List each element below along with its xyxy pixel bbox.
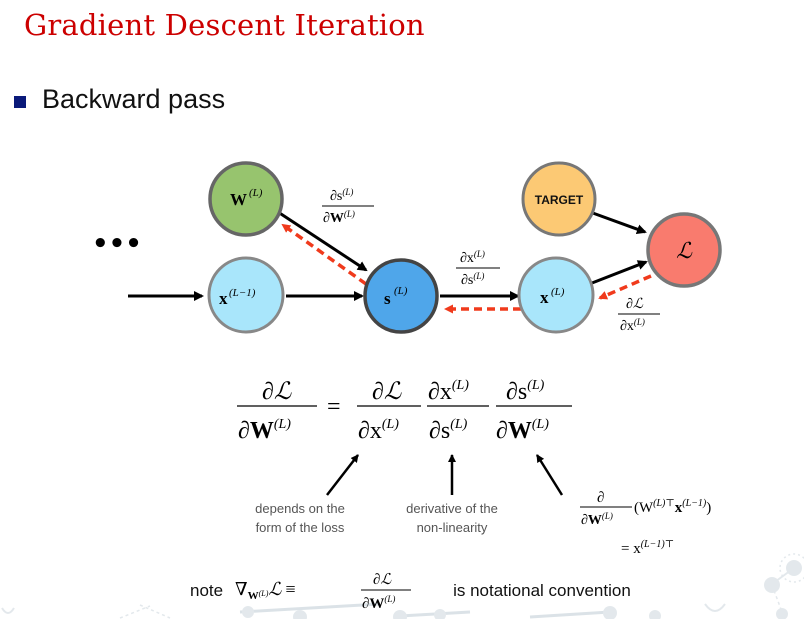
annotation-arrow-loss [326,454,359,496]
edge-target-to-loss [589,210,647,234]
node-x-prev: x (L−1) [207,256,285,334]
annotation-nonlinearity: derivative of the non-linearity [390,499,514,537]
node-W-sup: (L) [249,187,263,199]
square-bullet-icon [14,95,26,108]
annotation-nonlinearity-line-1: derivative of the [406,501,498,516]
node-x: x (L) [517,256,595,334]
node-target: TARGET [521,161,597,237]
equation-term-ds-dW: ∂s(L) ∂W(L) [496,378,572,444]
svg-text:∂ℒ: ∂ℒ [372,379,402,405]
annotation-loss-line-2: form of the loss [255,520,345,535]
edge-x-to-loss [591,260,648,285]
slide-title: Gradient Descent Iteration [24,8,425,42]
backward-edges [281,223,652,314]
annotation-arrow-weights [535,454,564,496]
equation-term-dL-dx: ∂ℒ ∂x(L) [357,379,421,444]
forward-edges [128,210,648,301]
bullet-item: Backward pass [14,84,225,115]
grad-edge-loss-to-x [598,274,652,300]
node-loss: ℒ [646,212,722,288]
svg-text:∂W(L): ∂W(L) [496,417,549,444]
svg-text:∂ℒ: ∂ℒ [626,297,644,312]
bullet-text: Backward pass [42,84,226,114]
note-suffix: is notational convention [453,581,631,600]
svg-text:∂s(L): ∂s(L) [429,417,468,444]
edge-W-to-s [277,210,368,272]
svg-text:∂W(L): ∂W(L) [238,417,291,444]
equals-sign: = [327,394,341,420]
svg-text:∂x(L): ∂x(L) [358,417,399,444]
chain-rule-equation: ∂ℒ ∂W(L) = ∂ℒ ∂x(L) ∂x(L) ∂s(L) ∂s(L) ∂W… [237,378,572,444]
node-x-sup: (L) [551,286,565,298]
equation-lhs: ∂ℒ ∂W(L) [237,379,317,444]
svg-text:∂x(L): ∂x(L) [428,378,469,405]
svg-text:∂x(L): ∂x(L) [460,249,485,266]
node-target-label: TARGET [535,193,584,207]
equation-term-dx-ds: ∂x(L) ∂s(L) [427,378,489,444]
annotation-loss-form: depends on the form of the loss [240,499,360,537]
ellipsis-continuation: ••• [92,229,142,259]
annotation-nonlinearity-line-2: non-linearity [416,520,488,535]
node-x-prev-sup: (L−1) [229,287,256,299]
svg-text:∂x(L): ∂x(L) [620,317,645,334]
svg-text:∂W(L): ∂W(L) [323,209,355,226]
node-s-label: s [384,289,391,308]
svg-text:∂ℒ: ∂ℒ [373,572,392,588]
svg-text:= x(L−1)⊤: = x(L−1)⊤ [621,539,674,557]
node-x-label: x [540,288,549,307]
node-x-prev-label: x [219,289,228,308]
node-loss-label: ℒ [676,238,693,263]
svg-text:∂W(L): ∂W(L) [581,511,613,528]
notation-note: note ∇W(L)ℒ≡ ∂ℒ ∂W(L) is notational conv… [190,568,631,614]
node-s: s (L) [363,258,439,334]
node-W-label: W [230,190,247,209]
edge-label-dx-ds: ∂x(L) ∂s(L) [456,249,500,288]
note-formula: ∇W(L)ℒ≡ ∂ℒ ∂W(L) [235,572,412,612]
background-network-decoration [1,553,804,619]
svg-text:∂ℒ: ∂ℒ [262,379,292,405]
edge-label-dL-dx: ∂ℒ ∂x(L) [618,297,660,334]
note-label: note [190,581,224,600]
svg-text:(W(L)⊤x(L−1)): (W(L)⊤x(L−1)) [634,498,711,516]
svg-text:∇W(L)ℒ≡: ∇W(L)ℒ≡ [235,579,295,602]
svg-text:∂W(L): ∂W(L) [362,594,395,612]
svg-text:∂s(L): ∂s(L) [461,271,484,288]
node-s-sup: (L) [394,285,408,297]
annotation-loss-line-1: depends on the [255,501,345,516]
svg-text:∂: ∂ [597,490,604,506]
edge-label-ds-dW: ∂s(L) ∂W(L) [322,187,374,226]
weight-derivative-annotation: ∂ ∂W(L) (W(L)⊤x(L−1)) = x(L−1)⊤ [580,490,711,557]
svg-text:∂s(L): ∂s(L) [330,187,353,204]
grad-edge-s-to-W [281,223,368,286]
svg-text:∂s(L): ∂s(L) [506,378,545,405]
node-W: W (L) [208,161,284,237]
